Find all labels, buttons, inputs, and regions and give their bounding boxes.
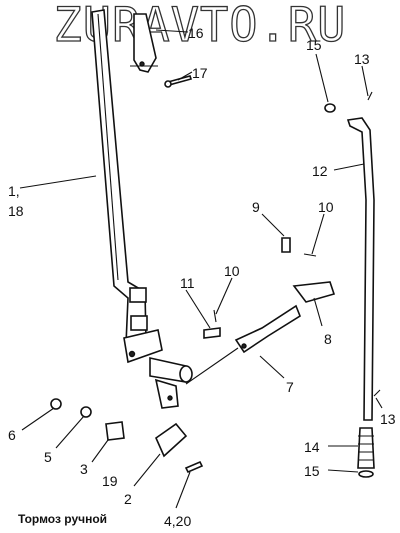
leader-lines [19, 29, 383, 509]
callout-15-bottom: 15 [304, 463, 320, 479]
callout-14: 14 [304, 439, 320, 455]
callout-11: 11 [180, 275, 195, 291]
callout-5: 5 [44, 449, 52, 465]
nut-6 [50, 398, 62, 410]
callout-9: 9 [252, 199, 260, 215]
brake-lever [91, 9, 193, 409]
callout-19: 19 [102, 473, 118, 489]
callout-18: 18 [8, 203, 24, 219]
callout-3: 3 [80, 461, 88, 477]
spring-14 [357, 427, 375, 469]
pin-9 [281, 237, 291, 253]
bolt-4 [184, 460, 204, 474]
lever-bracket [154, 378, 179, 409]
brake-rod [324, 91, 381, 478]
latch-bracket [130, 13, 193, 88]
small-parts [50, 398, 204, 474]
callout-8: 8 [324, 331, 332, 347]
callout-10-lower: 10 [224, 263, 240, 279]
link-7 [234, 304, 301, 354]
sector-2 [155, 422, 188, 458]
callout-4-20: 4,20 [164, 513, 191, 529]
callout-16: 16 [188, 25, 204, 41]
washer-5 [80, 406, 92, 418]
callout-15-top: 15 [306, 37, 322, 53]
callout-10-upper: 10 [318, 199, 334, 215]
washer-15-bottom [358, 470, 374, 478]
washer-15-top [324, 103, 336, 113]
callout-2: 2 [124, 491, 132, 507]
callout-17: 17 [192, 65, 208, 81]
diagram-caption: Тормоз ручной [18, 512, 107, 526]
callout-6: 6 [8, 427, 16, 443]
linkage [185, 237, 336, 385]
lever-block-lower [130, 315, 148, 331]
callout-13-bottom: 13 [380, 411, 396, 427]
bracket-8 [292, 281, 336, 303]
lever-block-upper [129, 287, 147, 303]
callout-13-top: 13 [354, 51, 370, 67]
pin-11 [203, 327, 221, 339]
callout-7: 7 [286, 379, 294, 395]
callout-1: 1, [8, 183, 20, 199]
callout-12: 12 [312, 163, 328, 179]
bushing-3 [105, 421, 125, 441]
